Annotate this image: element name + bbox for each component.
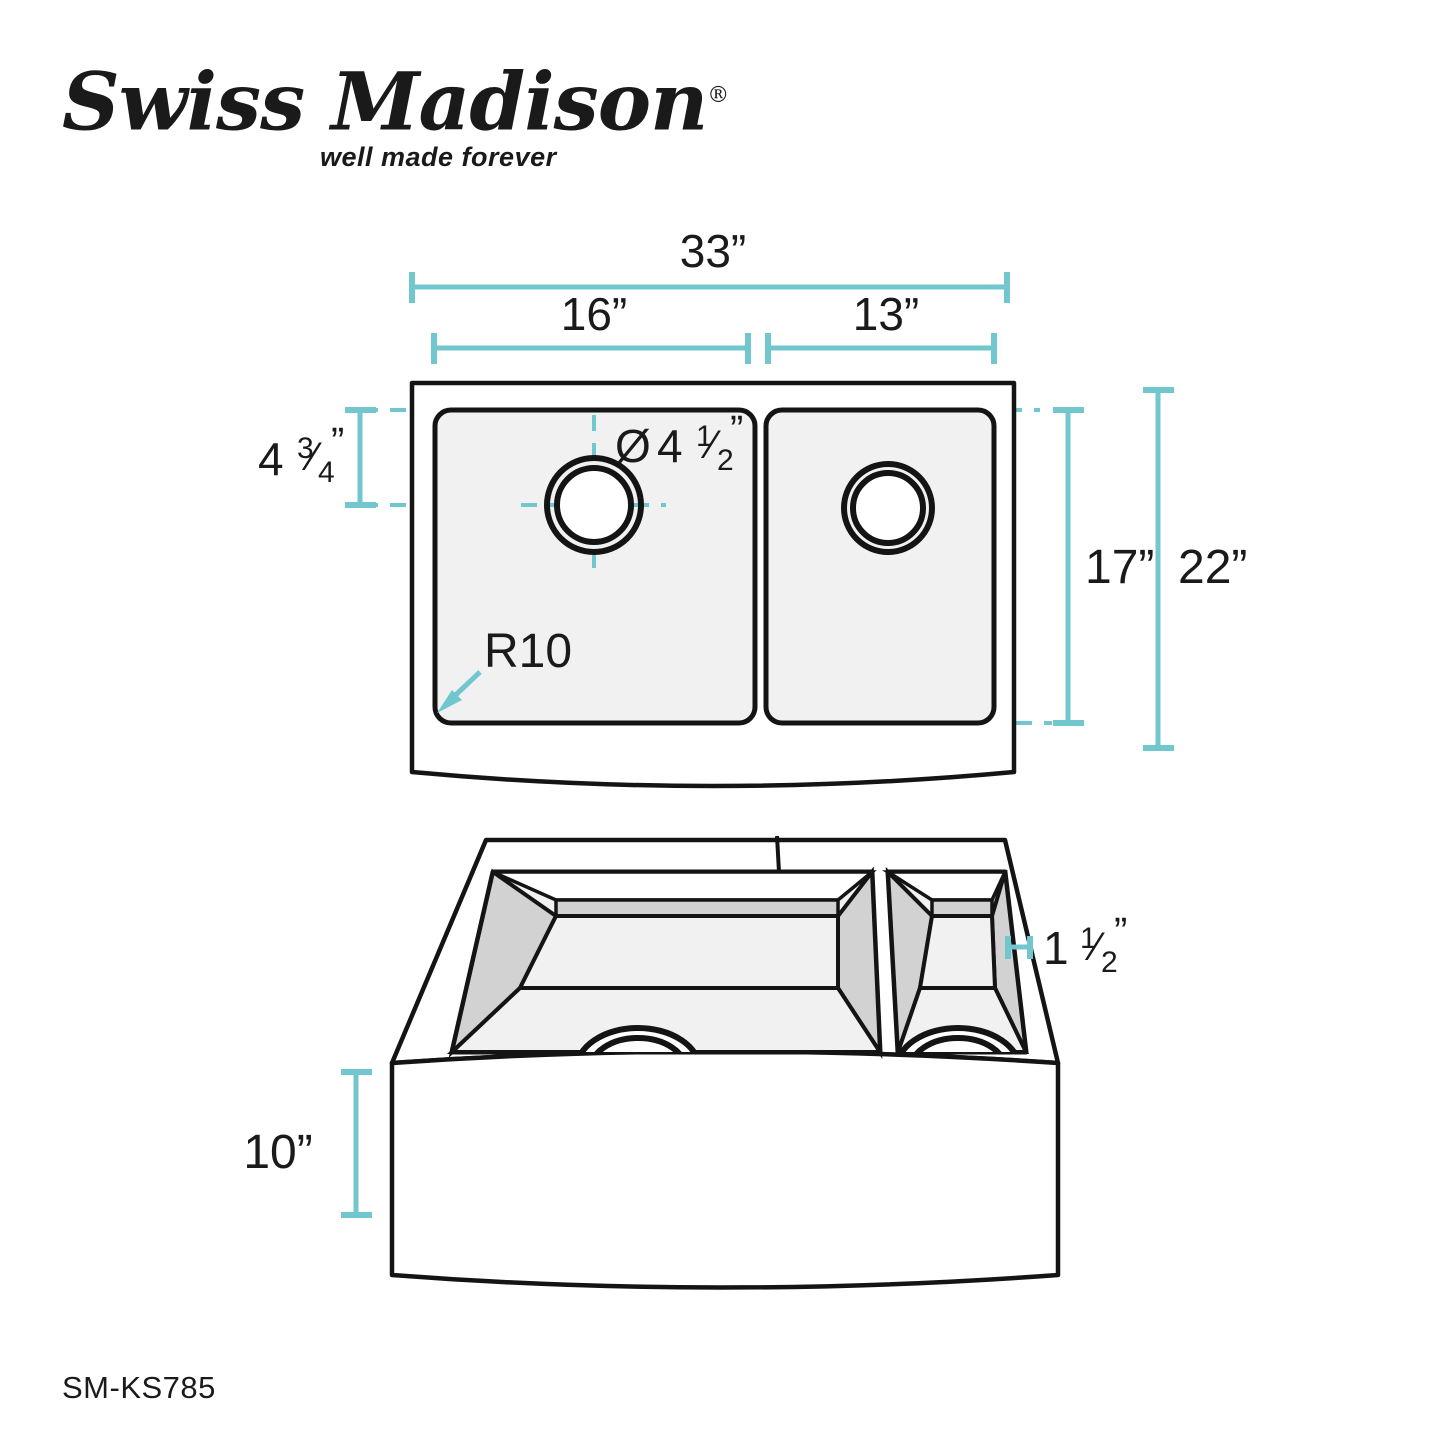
right-basin-back-wall xyxy=(917,914,998,990)
dim-label-left-bowl-width: 16” xyxy=(561,288,627,340)
right-basin-outline xyxy=(763,407,997,726)
left-basin-perspective xyxy=(446,866,884,1060)
left-basin-floor xyxy=(446,986,884,1054)
dimension-overall-depth: 22” xyxy=(1143,387,1247,751)
dim-label-drain-offset-whole: 4 xyxy=(258,433,284,485)
perspective-view-group: 1 1 ⁄ 2 ” 10” xyxy=(243,835,1127,1290)
dimension-right-bowl-width: 13” xyxy=(765,288,997,364)
left-drain-inner-ring xyxy=(554,465,634,545)
dim-label-drain-diameter-numerator: 1 xyxy=(696,420,713,453)
dimension-overall-width: 33” xyxy=(409,225,1010,303)
dim-label-corner-radius: R10 xyxy=(484,625,572,678)
right-drain-inner-ellipse xyxy=(907,1035,1009,1052)
dimension-drain-offset: 4 3 ⁄ 4 ” xyxy=(258,407,376,508)
left-basin-drain-perspective xyxy=(573,1025,703,1052)
dimension-left-bowl-width: 16” xyxy=(431,288,751,364)
brand-logo: Swiss Madison® well made forever xyxy=(62,52,729,172)
dim-label-rim-thickness-numerator: 1 xyxy=(1080,922,1097,955)
dim-label-drain-offset-denominator: 4 xyxy=(318,456,335,489)
brand-logo-wordmark: Swiss Madison® xyxy=(62,52,729,146)
basin-divider-seam xyxy=(775,835,781,873)
model-number: SM-KS785 xyxy=(62,1370,216,1405)
top-view-group: 33” 16” 13” 4 3 xyxy=(258,225,1247,789)
right-drain-inner-ring xyxy=(850,470,926,546)
dim-label-drain-offset-unit: ” xyxy=(331,420,344,464)
left-drain-inner-ellipse xyxy=(587,1035,689,1052)
dim-label-drain-diameter-symbol: Ø xyxy=(615,420,651,472)
right-basin-drain-perspective xyxy=(898,1025,1023,1052)
dim-label-right-bowl-width: 13” xyxy=(853,288,919,340)
dim-label-drain-diameter-unit: ” xyxy=(730,408,743,452)
dim-label-overall-width: 33” xyxy=(680,225,746,277)
arrowhead-corner-radius xyxy=(437,690,462,713)
dimension-apron-height: 10” xyxy=(243,1069,372,1218)
callout-corner-radius: R10 xyxy=(437,625,572,713)
right-basin-perspective xyxy=(881,866,1030,1055)
brand-name: Swiss Madison xyxy=(62,54,708,149)
dim-label-drain-diameter-denominator: 2 xyxy=(717,444,734,477)
dim-label-rim-thickness-unit: ” xyxy=(1114,910,1127,954)
right-basin-rim-band-lower xyxy=(930,898,994,918)
brand-tagline: well made forever xyxy=(320,142,557,172)
dim-label-overall-depth: 22” xyxy=(1178,541,1247,594)
dimension-bowl-depth: 17” xyxy=(1053,407,1154,726)
left-basin-rim-band-top xyxy=(492,870,877,902)
right-drain-outer-ring xyxy=(841,461,935,555)
left-basin-back-wall xyxy=(516,914,840,990)
apron-front-face xyxy=(389,1049,1061,1290)
left-drain-outer-ring xyxy=(544,455,644,555)
dim-label-drain-diameter-whole: 4 xyxy=(657,420,683,472)
dim-label-apron-height: 10” xyxy=(243,1126,312,1179)
registered-trademark-icon: ® xyxy=(707,83,729,108)
dim-label-drain-offset-numerator: 3 xyxy=(297,432,314,465)
dim-label-rim-thickness-denominator: 2 xyxy=(1101,946,1118,979)
left-basin-rim-band-lower xyxy=(554,898,840,918)
dim-label-rim-thickness-whole: 1 xyxy=(1043,922,1069,974)
dim-label-bowl-depth: 17” xyxy=(1085,541,1154,594)
